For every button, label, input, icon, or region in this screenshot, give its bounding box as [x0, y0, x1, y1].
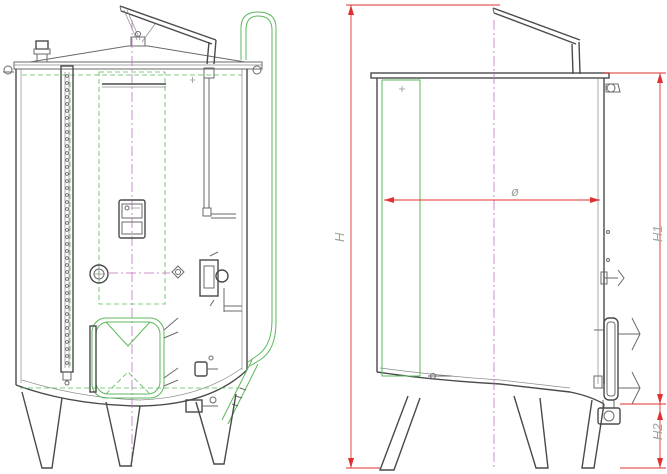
height-dimension: H	[332, 4, 500, 469]
side-top-flange	[370, 72, 621, 93]
gauge-tick	[65, 263, 69, 267]
gauge-tick	[65, 361, 69, 365]
gauge-tick	[65, 116, 69, 120]
gauge-tick	[65, 256, 69, 260]
front-roof-cone	[29, 31, 246, 63]
side-lid-crane	[492, 7, 581, 75]
h1-label: H1	[650, 225, 665, 242]
gauge-tick	[65, 347, 69, 351]
front-top-flange	[3, 61, 263, 75]
gauge-tick	[65, 235, 69, 239]
diameter-dimension: ø	[384, 184, 600, 203]
front-probe-pipe	[202, 78, 236, 219]
gauge-tick	[65, 123, 69, 127]
front-view	[3, 5, 277, 470]
front-lid-crane	[119, 5, 217, 65]
gauge-tick	[65, 88, 69, 92]
gauge-tick	[65, 249, 69, 253]
gauge-tick	[65, 158, 69, 162]
side-legs	[378, 395, 605, 471]
gauge-tick	[65, 193, 69, 197]
front-inner-bar	[102, 67, 215, 88]
gauge-tick	[65, 144, 69, 148]
height-label: H	[332, 232, 347, 242]
gauge-tick	[65, 214, 69, 218]
gauge-tick	[65, 277, 69, 281]
gauge-tick	[65, 298, 69, 302]
front-overflow-pipe	[240, 11, 277, 367]
gauge-tick	[65, 137, 69, 141]
gauge-tick	[65, 326, 69, 330]
h2-label: H2	[650, 423, 665, 440]
gauge-tick	[65, 242, 69, 246]
gauge-tick	[65, 74, 69, 78]
side-racking-tube	[428, 373, 452, 379]
gauge-tick	[65, 221, 69, 225]
front-thermometer-plate	[118, 199, 146, 239]
gauge-tick	[65, 305, 69, 309]
gauge-tick	[65, 172, 69, 176]
side-tank-body	[376, 78, 605, 405]
gauge-tick	[65, 165, 69, 169]
gauge-tick	[65, 130, 69, 134]
gauge-tick	[65, 333, 69, 337]
gauge-tick	[65, 186, 69, 190]
gauge-tick	[65, 228, 69, 232]
side-view: ø	[332, 4, 666, 471]
gauge-tick	[65, 340, 69, 344]
gauge-tick	[65, 179, 69, 183]
diameter-label: ø	[511, 184, 519, 199]
front-top-valve	[33, 40, 51, 63]
gauge-tick	[65, 319, 69, 323]
front-legs	[21, 391, 237, 469]
gauge-tick	[65, 312, 69, 316]
front-level-gauge	[60, 65, 74, 386]
gauge-tick	[65, 200, 69, 204]
h2-dimension: H2	[620, 404, 666, 469]
gauge-tick	[65, 354, 69, 358]
front-racking-valve	[199, 251, 242, 312]
gauge-tick	[65, 151, 69, 155]
side-cooling-jacket	[381, 79, 421, 377]
front-manway-door	[89, 317, 179, 399]
gauge-tick	[65, 81, 69, 85]
gauge-tick	[65, 270, 69, 274]
front-sample-valve	[89, 264, 185, 284]
gauge-tick	[65, 95, 69, 99]
gauge-tick	[65, 102, 69, 106]
h1-dimension: H1	[604, 72, 666, 405]
gauge-tick	[65, 284, 69, 288]
gauge-tick	[65, 291, 69, 295]
gauge-tick	[65, 207, 69, 211]
side-manway	[593, 317, 641, 405]
gauge-tick	[65, 109, 69, 113]
side-probe-valve	[600, 230, 625, 287]
